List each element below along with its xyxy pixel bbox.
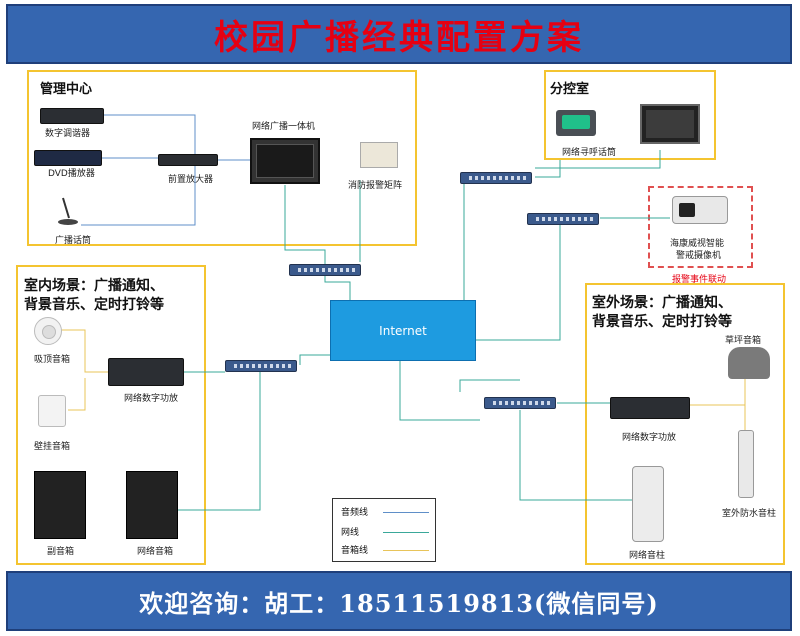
lawn-speaker-icon — [728, 347, 770, 379]
outdoor-amplifier-icon — [610, 397, 690, 419]
paging-mic-label: 网络寻呼话筒 — [562, 148, 617, 158]
management-center-title: 管理中心 — [40, 82, 93, 97]
diagram-title: 校园广播经典配置方案 — [214, 17, 584, 58]
dvd-player-icon — [34, 150, 102, 166]
network-column-label: 网络音柱 — [629, 551, 666, 561]
microphone-icon — [57, 196, 79, 226]
title-banner: 校园广播经典配置方案 — [6, 4, 792, 64]
control-room-title: 分控室 — [550, 82, 590, 97]
camera-label-line2: 警戒摄像机 — [676, 251, 722, 261]
camera-label-line1: 海康威视智能 — [670, 239, 725, 249]
security-camera-icon — [672, 196, 728, 224]
paging-mic-icon — [556, 110, 596, 136]
alarm-linkage-label: 报警事件联动 — [672, 275, 727, 285]
microphone-label: 广播话筒 — [55, 236, 92, 246]
digital-tuner-icon — [40, 108, 104, 124]
all-in-one-label: 网络广播一体机 — [252, 122, 316, 132]
dvd-player-label: DVD播放器 — [48, 169, 95, 179]
waterproof-column-icon — [738, 430, 754, 498]
ceiling-speaker-icon — [34, 317, 62, 345]
legend-network-swatch — [383, 532, 429, 533]
contact-text: 欢迎咨询：胡工：18511519813(微信同号) — [139, 588, 659, 618]
indoor-title-line1: 室内场景：广播通知、 — [24, 278, 164, 294]
internet-label: Internet — [379, 323, 427, 338]
sub-speaker-icon — [34, 471, 86, 539]
wall-speaker-label: 壁挂音箱 — [34, 442, 71, 452]
outdoor-title-line1: 室外场景：广播通知、 — [592, 295, 732, 311]
internet-cloud-box: Internet — [330, 300, 476, 361]
network-switch-4 — [225, 360, 297, 372]
camera-frame — [648, 186, 753, 268]
legend-speaker-swatch — [383, 550, 429, 551]
legend-speaker-label: 音箱线 — [341, 546, 369, 556]
network-switch-3 — [527, 213, 599, 225]
outdoor-title-line2: 背景音乐、定时打铃等 — [592, 314, 732, 330]
fire-alarm-matrix-icon — [360, 142, 398, 168]
network-speaker-label: 网络音箱 — [137, 547, 174, 557]
all-in-one-icon — [250, 138, 320, 184]
outdoor-frame — [585, 283, 785, 565]
network-switch-2 — [460, 172, 532, 184]
network-switch-5 — [484, 397, 556, 409]
network-speaker-icon — [126, 471, 178, 539]
indoor-title-line2: 背景音乐、定时打铃等 — [24, 297, 164, 313]
wire-legend: 音频线 网线 音箱线 — [332, 498, 436, 562]
waterproof-column-label: 室外防水音柱 — [722, 509, 777, 519]
ceiling-speaker-label: 吸顶音箱 — [34, 355, 71, 365]
monitor-icon — [640, 104, 700, 144]
legend-audio-swatch — [383, 512, 429, 513]
contact-banner: 欢迎咨询：胡工：18511519813(微信同号) — [6, 571, 792, 631]
preamp-icon — [158, 154, 218, 166]
outdoor-amplifier-label: 网络数字功放 — [622, 433, 677, 443]
network-switch-1 — [289, 264, 361, 276]
network-column-icon — [632, 466, 664, 542]
lawn-speaker-label: 草坪音箱 — [725, 336, 762, 346]
digital-tuner-label: 数字调谐器 — [45, 129, 91, 139]
legend-network-label: 网线 — [341, 528, 360, 538]
preamp-label: 前置放大器 — [168, 175, 214, 185]
legend-audio-label: 音频线 — [341, 508, 369, 518]
indoor-amplifier-label: 网络数字功放 — [124, 394, 179, 404]
fire-alarm-label: 消防报警矩阵 — [348, 181, 403, 191]
wall-speaker-icon — [38, 395, 66, 427]
sub-speaker-label: 副音箱 — [47, 547, 75, 557]
indoor-amplifier-icon — [108, 358, 184, 386]
